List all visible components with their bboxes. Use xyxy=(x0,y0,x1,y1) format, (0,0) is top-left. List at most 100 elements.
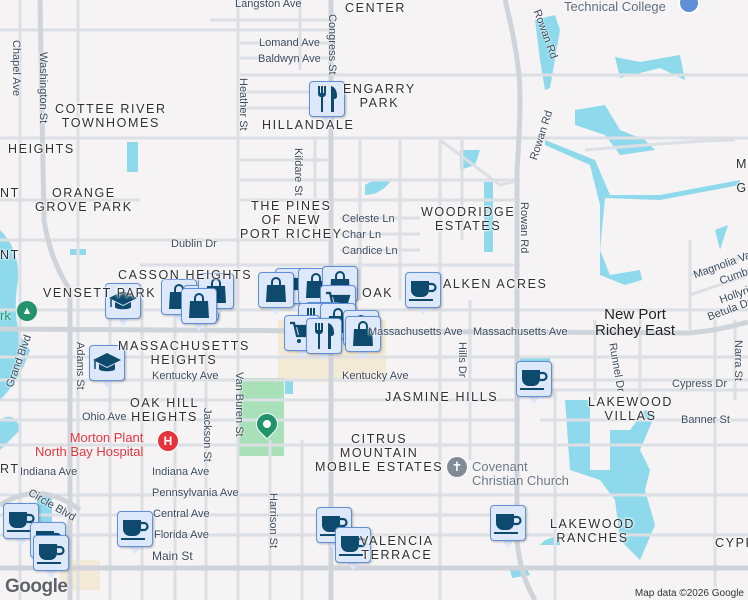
school-pin-icon[interactable] xyxy=(678,0,700,14)
marker-pointer xyxy=(526,394,542,404)
street-label: Char Ln xyxy=(342,229,382,241)
poi-park-partial[interactable]: rk xyxy=(0,308,11,323)
poi-technical-college[interactable]: Technical College xyxy=(564,0,666,14)
street-label: Central Ave xyxy=(153,508,210,520)
marker-pointer xyxy=(191,321,207,331)
neighborhood-label: CASSON HEIGHTS xyxy=(118,268,253,282)
street-label: Cypress Dr xyxy=(672,378,728,390)
coffee-marker[interactable] xyxy=(33,535,69,579)
coffee-marker[interactable] xyxy=(516,361,552,405)
hospital-icon[interactable]: H xyxy=(157,430,179,452)
street-label: Narra St xyxy=(732,340,744,381)
shopping-bag-icon xyxy=(181,288,217,324)
coffee-marker[interactable] xyxy=(335,527,371,571)
street-label: Van Buren St xyxy=(233,372,245,437)
shopping-marker[interactable] xyxy=(258,272,294,316)
neighborhood-label: JASMINE HILLS xyxy=(385,390,499,404)
fork-knife-icon xyxy=(309,81,345,117)
neighborhood-label: THE PINES OF NEW PORT RICHEY xyxy=(240,199,343,241)
neighborhood-label: ALKEN ACRES xyxy=(443,277,548,291)
coffee-marker[interactable] xyxy=(405,272,441,316)
street-label: Kildare St xyxy=(292,148,304,196)
coffee-cup-icon xyxy=(117,511,153,547)
street-label: Rowan Rd xyxy=(518,202,530,254)
street-label: Dublin Dr xyxy=(171,238,217,250)
neighborhood-label: ORANGE GROVE PARK xyxy=(35,186,133,214)
neighborhood-label: LAKEWOOD RANCHES xyxy=(550,517,636,545)
street-label: Kentucky Ave xyxy=(152,370,219,382)
shopping-bag-icon xyxy=(258,272,294,308)
street-label: Candice Ln xyxy=(342,245,398,257)
marker-pointer xyxy=(127,544,143,554)
street-label: Jackson St xyxy=(201,408,213,462)
marker-pointer xyxy=(115,316,131,326)
school-marker[interactable] xyxy=(89,345,125,389)
school-marker[interactable] xyxy=(105,283,141,327)
neighborhood-label: HEIGHTS xyxy=(8,142,75,156)
coffee-cup-icon xyxy=(33,535,69,571)
map-attribution: Map data ©2026 Google xyxy=(630,587,748,600)
street-label: Massachusetts Ave xyxy=(368,326,463,338)
coffee-cup-icon xyxy=(335,527,371,563)
neighborhood-label: CYPR xyxy=(715,536,748,550)
neighborhood-label: LAKEWOOD VILLAS xyxy=(588,395,674,423)
coffee-marker[interactable] xyxy=(117,511,153,555)
street-label: Baldwyn Ave xyxy=(258,53,321,65)
shopping-marker[interactable] xyxy=(345,316,381,360)
street-label: Hills Dr xyxy=(456,342,468,378)
neighborhood-label: CENTER xyxy=(345,1,406,15)
neighborhood-label: ENGARRY PARK xyxy=(343,82,416,110)
street-label: Florida Ave xyxy=(154,529,209,541)
graduation-cap-icon xyxy=(89,345,125,381)
restaurant-marker[interactable] xyxy=(309,81,345,125)
neighborhood-label: VENSETT PARK xyxy=(43,286,157,300)
neighborhood-label: MASSACHUSETTS HEIGHTS xyxy=(118,339,250,367)
street-label: Ohio Ave xyxy=(82,411,127,423)
marker-pointer xyxy=(43,568,59,578)
marker-pointer xyxy=(13,536,29,546)
marker-pointer xyxy=(171,312,187,322)
neighborhood-label: NT xyxy=(0,186,20,200)
street-label: Harrison St xyxy=(267,493,279,549)
coffee-marker[interactable] xyxy=(490,505,526,549)
marker-pointer xyxy=(294,348,310,358)
street-label: Lomand Ave xyxy=(259,37,320,49)
neighborhood-label: M G xyxy=(736,157,748,195)
street-label: Langston Ave xyxy=(235,0,302,10)
poi-church[interactable]: Covenant Christian Church xyxy=(472,459,569,488)
street-label: Adams St xyxy=(74,342,86,390)
poi-hospital[interactable]: Morton Plant North Bay Hospital xyxy=(35,430,144,459)
street-label: Washington St xyxy=(37,52,49,124)
street-label: Indiana Ave xyxy=(152,466,210,478)
neighborhood-label: OAK HILL HEIGHTS xyxy=(130,396,200,424)
street-label: Pennsylvania Ave xyxy=(152,487,239,499)
church-cross-icon[interactable]: ✝ xyxy=(446,456,468,478)
fork-marker[interactable] xyxy=(306,318,342,362)
coffee-cup-icon xyxy=(490,505,526,541)
street-label: Massachusetts Ave xyxy=(473,326,568,338)
street-label: Banner St xyxy=(681,414,730,426)
neighborhood-label: OAK xyxy=(362,286,394,300)
shopping-bag-icon xyxy=(345,316,381,352)
neighborhood-label: VALENCIA TERRACE xyxy=(360,534,434,562)
marker-pointer xyxy=(500,538,516,548)
street-label: Celeste Ln xyxy=(342,213,395,225)
marker-pointer xyxy=(316,351,332,361)
marker-pointer xyxy=(99,378,115,388)
marker-pointer xyxy=(415,305,431,315)
neighborhood-label: HILLANDALE xyxy=(262,118,355,132)
coffee-cup-icon xyxy=(405,272,441,308)
street-label: Main St xyxy=(152,549,193,563)
neighborhood-label: WOODRIDGE ESTATES xyxy=(421,205,516,233)
park-tree-icon[interactable]: ▲ xyxy=(17,301,37,321)
neighborhood-label: CITRUS MOUNTAIN MOBILE ESTATES xyxy=(315,432,444,474)
shopping-marker[interactable] xyxy=(181,288,217,332)
marker-pointer xyxy=(345,560,361,570)
graduation-cap-icon xyxy=(105,283,141,319)
city-label: New Port Richey East xyxy=(595,306,676,339)
marker-pointer xyxy=(268,305,284,315)
fork-knife-icon xyxy=(306,318,342,354)
street-label: Kentucky Ave xyxy=(342,370,409,382)
coffee-cup-icon xyxy=(516,361,552,397)
